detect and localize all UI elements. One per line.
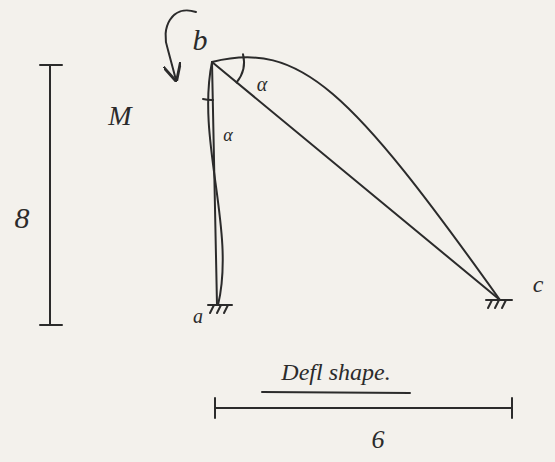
angle-label: α [223,126,232,144]
dimension-tick [40,64,62,66]
support-label: a [193,306,203,326]
caption-underline [262,392,410,393]
angle-arc [203,99,213,100]
moment-label: M [108,102,131,130]
dimension-line [49,65,51,325]
deflected-member [212,57,500,300]
inclined-member [212,62,500,300]
dimension-tick [214,398,216,418]
angle-label: α [257,74,268,94]
caption: Defl shape. [281,360,390,384]
moment-arrow [166,10,196,80]
support-hatch [210,305,228,313]
support-hatch [488,300,506,308]
dimension-value: 6 [372,427,385,453]
dimension-tick [40,324,62,326]
deflected-column [208,62,223,305]
dimension-tick [511,398,513,418]
angle-arc [237,54,244,82]
dimension-line [215,407,512,409]
dimension-value: 8 [15,203,30,233]
support-label: c [533,272,544,296]
joint-label: b [193,25,208,55]
